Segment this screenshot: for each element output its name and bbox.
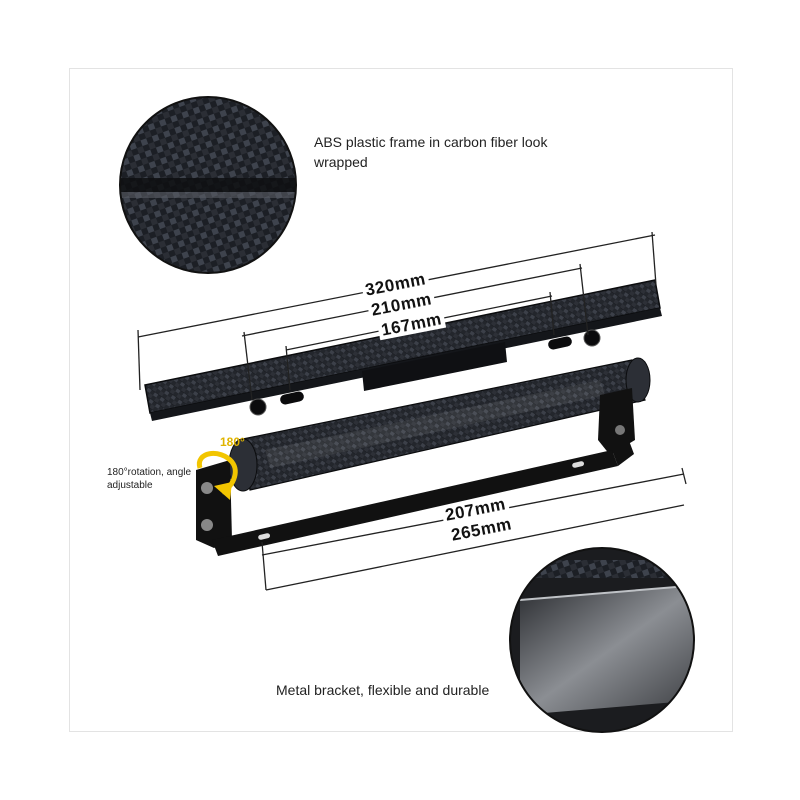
rotation-degree-label: 180°	[220, 435, 245, 449]
frame-material-caption: ABS plastic frame in carbon fiber look w…	[314, 134, 548, 170]
image-frame	[69, 68, 733, 732]
bracket-material-caption: Metal bracket, flexible and durable	[276, 682, 490, 698]
rotation-caption: 180°rotation, angle adjustable	[107, 467, 192, 491]
metal-bracket	[212, 438, 634, 556]
carbon-zoom-circle	[120, 97, 296, 273]
rotating-tube	[228, 357, 651, 492]
bracket-zoom-circle	[510, 548, 694, 732]
rotation-arrow-icon	[196, 451, 238, 500]
plate-frame	[144, 279, 662, 421]
